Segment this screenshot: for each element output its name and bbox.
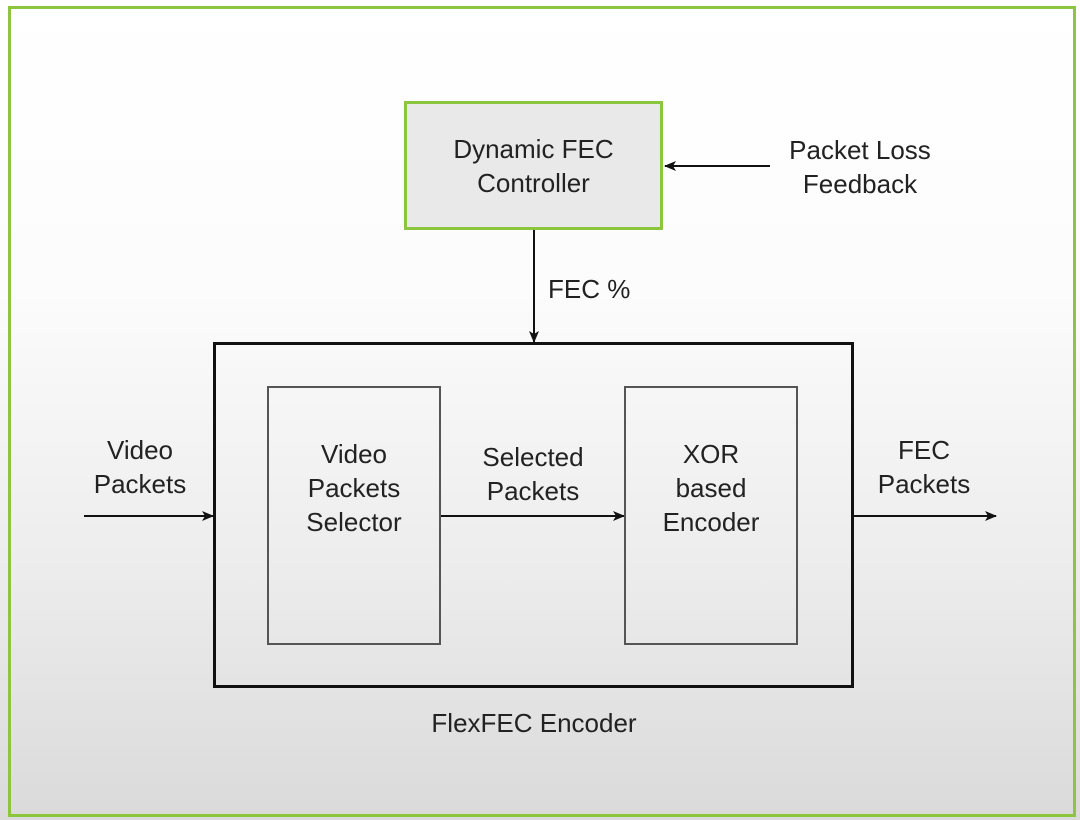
- dynamic-fec-controller-node: Dynamic FEC Controller: [404, 101, 663, 230]
- fec-packets-output-label: FEC Packets: [864, 433, 984, 501]
- fec-output-label-line: FEC: [898, 435, 950, 465]
- xor-label-line: Encoder: [662, 506, 760, 537]
- selected-packets-label-line: Packets: [486, 476, 580, 506]
- controller-label-line: Dynamic FEC: [453, 133, 614, 164]
- fec-percent-label: FEC %: [548, 274, 631, 304]
- packet-loss-feedback-label: Packet Loss Feedback: [770, 133, 950, 201]
- video-input-label-line: Video: [106, 435, 174, 465]
- video-packets-input-label: Video Packets: [80, 433, 200, 501]
- controller-label-line: Controller: [477, 167, 590, 198]
- flexfec-encoder-node: [213, 342, 854, 688]
- selected-packets-label: Selected Packets: [463, 440, 603, 508]
- video-input-label-line: Packets: [93, 469, 187, 499]
- diagram-frame: [8, 6, 1076, 817]
- selector-label-line: Video: [320, 438, 387, 469]
- xor-label-line: XOR: [682, 438, 740, 469]
- selector-label-line: Packets: [307, 472, 401, 503]
- video-packets-selector-node: Video Packets Selector: [267, 386, 441, 645]
- feedback-label-line: Feedback: [802, 169, 918, 199]
- xor-encoder-node: XOR based Encoder: [624, 386, 798, 645]
- selector-label-line: Selector: [306, 506, 402, 537]
- selected-packets-label-line: Selected: [482, 442, 584, 472]
- fec-output-label-line: Packets: [877, 469, 971, 499]
- feedback-label-line: Packet Loss: [789, 135, 931, 165]
- xor-label-line: based: [675, 472, 747, 503]
- flexfec-encoder-caption: FlexFEC Encoder: [431, 708, 637, 738]
